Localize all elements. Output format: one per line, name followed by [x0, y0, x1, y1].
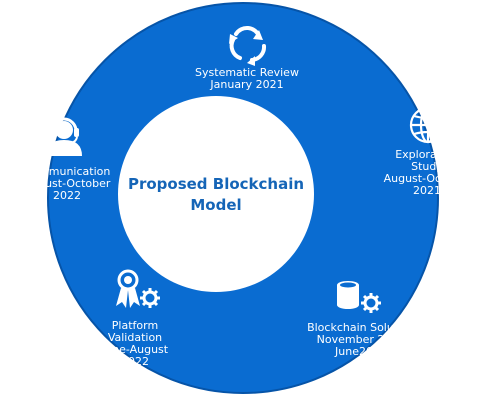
stage-label-line: Exploratory [395, 148, 459, 161]
stage-label-line: November 2021 [316, 333, 406, 346]
stage-label-line: 2022 [121, 355, 149, 368]
center-title: Proposed Blockchain Model [126, 174, 306, 216]
globe-icon [409, 106, 447, 144]
stage-label-line: Systematic Review [195, 66, 299, 79]
center-title-line2: Model [190, 196, 242, 214]
stage-communication: Communication August-October 2022 [12, 166, 122, 202]
center-circle [118, 96, 314, 292]
award-ribbon-gear-icon [116, 269, 160, 308]
database-gear-icon [337, 281, 381, 313]
stage-label-line: June-August [101, 343, 169, 356]
stage-label-line: 2022 [53, 189, 81, 202]
stage-label-line: Validation [107, 331, 163, 344]
stage-label-line: August-October [383, 172, 471, 185]
stage-systematic-review: Systematic Review January 2021 [172, 67, 322, 91]
refresh-cycle-icon [229, 26, 267, 66]
stage-label-line: Blockchain Solution [307, 321, 415, 334]
stage-label-line: Platform [111, 319, 159, 332]
stage-label-line: January 2021 [210, 78, 284, 91]
stage-label-line: Communication [23, 165, 111, 178]
stage-label-line: Study [411, 160, 443, 173]
stage-label-line: 2021 [413, 184, 441, 197]
stage-label-line: June2022 [335, 345, 387, 358]
headset-user-icon [46, 117, 82, 156]
stage-exploratory-study: Exploratory Study August-October 2021 [372, 149, 482, 197]
stage-label-line: August-October [23, 177, 111, 190]
stage-blockchain-solution: Blockchain Solution November 2021 June20… [286, 322, 436, 358]
center-title-line1: Proposed Blockchain [127, 175, 305, 193]
stage-platform-validation: Platform Validation June-August 2022 [80, 320, 190, 368]
